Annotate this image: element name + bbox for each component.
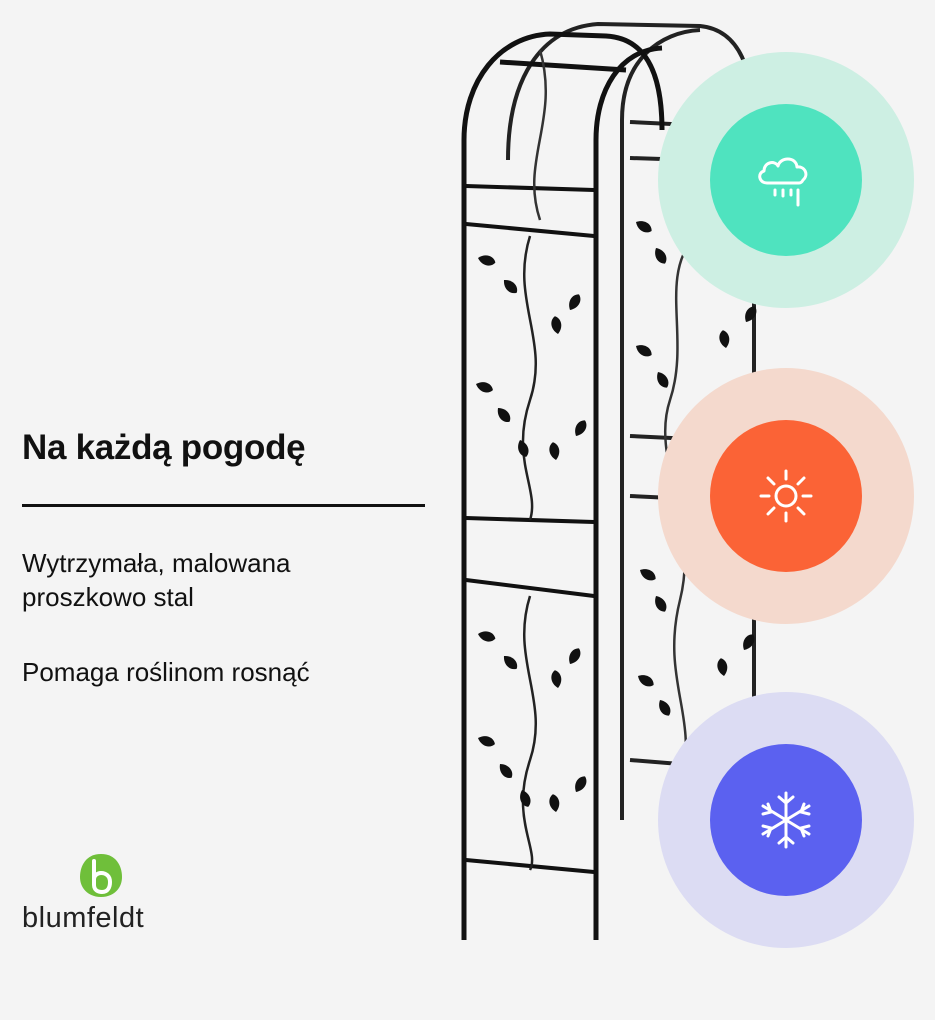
feature-plants: Pomaga roślinom rosnąć [22,657,310,687]
snowflake-icon [761,791,811,849]
leaf-decor [474,253,590,813]
headline: Na każdą pogodę [22,428,306,467]
blumfeldt-leaf-logo-icon [80,854,122,897]
brand-name: blumfeldt [22,902,145,934]
sun-icon [759,469,813,523]
rain-cloud-icon [758,157,808,207]
sun-badge [710,420,862,572]
feature-steel: Wytrzymała, malowana proszkowo stal [22,548,291,612]
divider [22,504,425,507]
brand: blumfeldt [22,852,222,942]
rain-badge [710,104,862,256]
snow-badge [710,744,862,896]
